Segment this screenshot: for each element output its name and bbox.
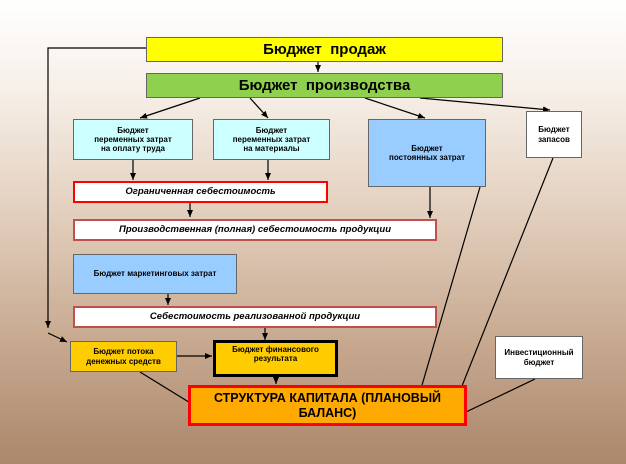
sales-budget-box: Бюджет продаж — [146, 37, 503, 62]
production-budget-box: Бюджет производства — [146, 73, 503, 98]
capital-structure-box: СТРУКТУРА КАПИТАЛА (ПЛАНОВЫЙ БАЛАНС) — [188, 385, 467, 426]
financial-result-budget-box: Бюджет финансового результата — [213, 340, 338, 377]
arrow-investment-to-capital — [465, 378, 536, 413]
production-budget-label: Бюджет производства — [238, 76, 411, 94]
production-cost-box: Производственная (полная) себестоимость … — [73, 219, 437, 241]
inventory-budget-box: Бюджет запасов — [526, 111, 582, 158]
production-cost-label: Производственная (полная) себестоимость … — [118, 223, 391, 235]
limited-cost-box: Ограниченная себестоимость — [73, 181, 328, 203]
variable-labor-budget-label: Бюджет переменных затрат на оплату труда — [94, 125, 172, 154]
fixed-costs-budget-box: Бюджет постоянных затрат — [368, 119, 486, 187]
variable-materials-budget-box: Бюджет переменных затрат на материалы — [213, 119, 330, 160]
arrow-fixed-to-capital — [419, 186, 481, 393]
arrow-production-to-labor — [139, 97, 201, 119]
marketing-budget-box: Бюджет маркетинговых затрат — [73, 254, 237, 294]
marketing-budget-label: Бюджет маркетинговых затрат — [93, 269, 217, 279]
cost-of-sales-box: Себестоимость реализованной продукции — [73, 306, 437, 328]
investment-budget-label: Инвестиционный бюджет — [504, 348, 574, 367]
arrow-production-to-materials — [249, 97, 269, 119]
investment-budget-box: Инвестиционный бюджет — [495, 336, 583, 379]
limited-cost-label: Ограниченная себестоимость — [125, 185, 276, 197]
arrow-sales-feedback-loop — [45, 47, 146, 328]
cash-flow-budget-label: Бюджет потока денежных средств — [86, 347, 161, 366]
fixed-costs-budget-label: Бюджет постоянных затрат — [389, 143, 465, 162]
sales-budget-label: Бюджет продаж — [263, 40, 386, 58]
inventory-budget-label: Бюджет запасов — [538, 125, 570, 144]
cost-of-sales-label: Себестоимость реализованной продукции — [149, 310, 361, 322]
variable-labor-budget-box: Бюджет переменных затрат на оплату труда — [73, 119, 193, 160]
arrow-production-to-fixed — [364, 97, 426, 119]
arrow-left-to-cashflow — [47, 332, 68, 343]
arrow-inventory-to-capital — [457, 157, 554, 397]
capital-structure-label: СТРУКТУРА КАПИТАЛА (ПЛАНОВЫЙ БАЛАНС) — [213, 391, 442, 420]
financial-result-budget-label: Бюджет финансового результата — [232, 345, 319, 364]
arrow-production-to-inventory — [419, 97, 551, 113]
cash-flow-budget-box: Бюджет потока денежных средств — [70, 341, 177, 372]
variable-materials-budget-label: Бюджет переменных затрат на материалы — [232, 125, 311, 154]
